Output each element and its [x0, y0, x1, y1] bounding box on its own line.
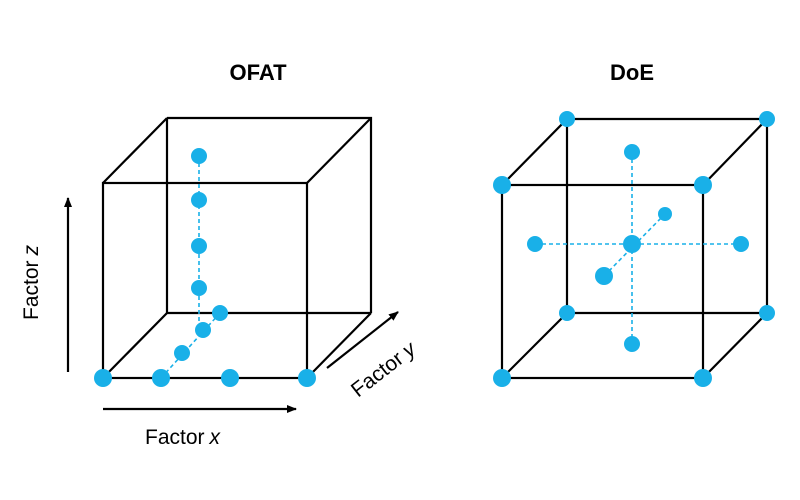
ofat-point-x3 [221, 369, 239, 387]
doe-corner-front-tr [694, 176, 712, 194]
ofat-cube-front-face [101, 181, 309, 380]
ofat-dashed-lines [160, 156, 221, 379]
doe-center-point [623, 235, 641, 253]
ofat-title: OFAT [229, 60, 287, 85]
doe-cube-edge-tr [702, 118, 768, 186]
y-axis-label: Factory [347, 337, 421, 402]
doe-axial-right [733, 236, 749, 252]
ofat-cube-edge-tr [306, 117, 372, 184]
doe-axial-back [658, 207, 672, 221]
doe-cube-front-face [500, 183, 705, 380]
doe-cube [500, 117, 769, 380]
ofat-point-z3 [191, 192, 207, 208]
doe-title: DoE [610, 60, 654, 85]
ofat-cube-edge-br [306, 312, 372, 379]
ofat-cube-edge-tl [102, 117, 168, 184]
doe-axial-front [595, 267, 613, 285]
ofat-point-y1 [174, 345, 190, 361]
doe-corner-back-tl [559, 111, 575, 127]
doe-cube-edge-tl [501, 118, 568, 186]
ofat-point-z2 [191, 238, 207, 254]
doe-corner-front-br [694, 369, 712, 387]
ofat-point-x2 [152, 369, 170, 387]
ofat-cube-edge-bl [102, 312, 168, 379]
doe-cube-edge-br [702, 312, 768, 379]
doe-axial-left [527, 236, 543, 252]
doe-cube-edge-bl [501, 312, 568, 379]
doe-corner-back-bl [559, 305, 575, 321]
doe-points [493, 111, 775, 387]
doe-axial-top [624, 144, 640, 160]
doe-corner-back-tr [759, 111, 775, 127]
doe-corner-front-tl [493, 176, 511, 194]
ofat-point-z1 [191, 280, 207, 296]
y-axis-arrow [326, 311, 399, 369]
z-axis-label: Factorz [20, 244, 43, 320]
doe-axial-bottom [624, 336, 640, 352]
ofat-point-x4 [298, 369, 316, 387]
ofat-point-z4 [191, 148, 207, 164]
doe-corner-front-bl [493, 369, 511, 387]
ofat-point-y2 [195, 322, 211, 338]
ofat-point-y3 [212, 305, 228, 321]
ofat-point-x1 [94, 369, 112, 387]
ofat-y-dash [160, 312, 221, 379]
doe-corner-back-br [759, 305, 775, 321]
ofat-cube [101, 116, 373, 380]
ofat-points [94, 148, 316, 387]
